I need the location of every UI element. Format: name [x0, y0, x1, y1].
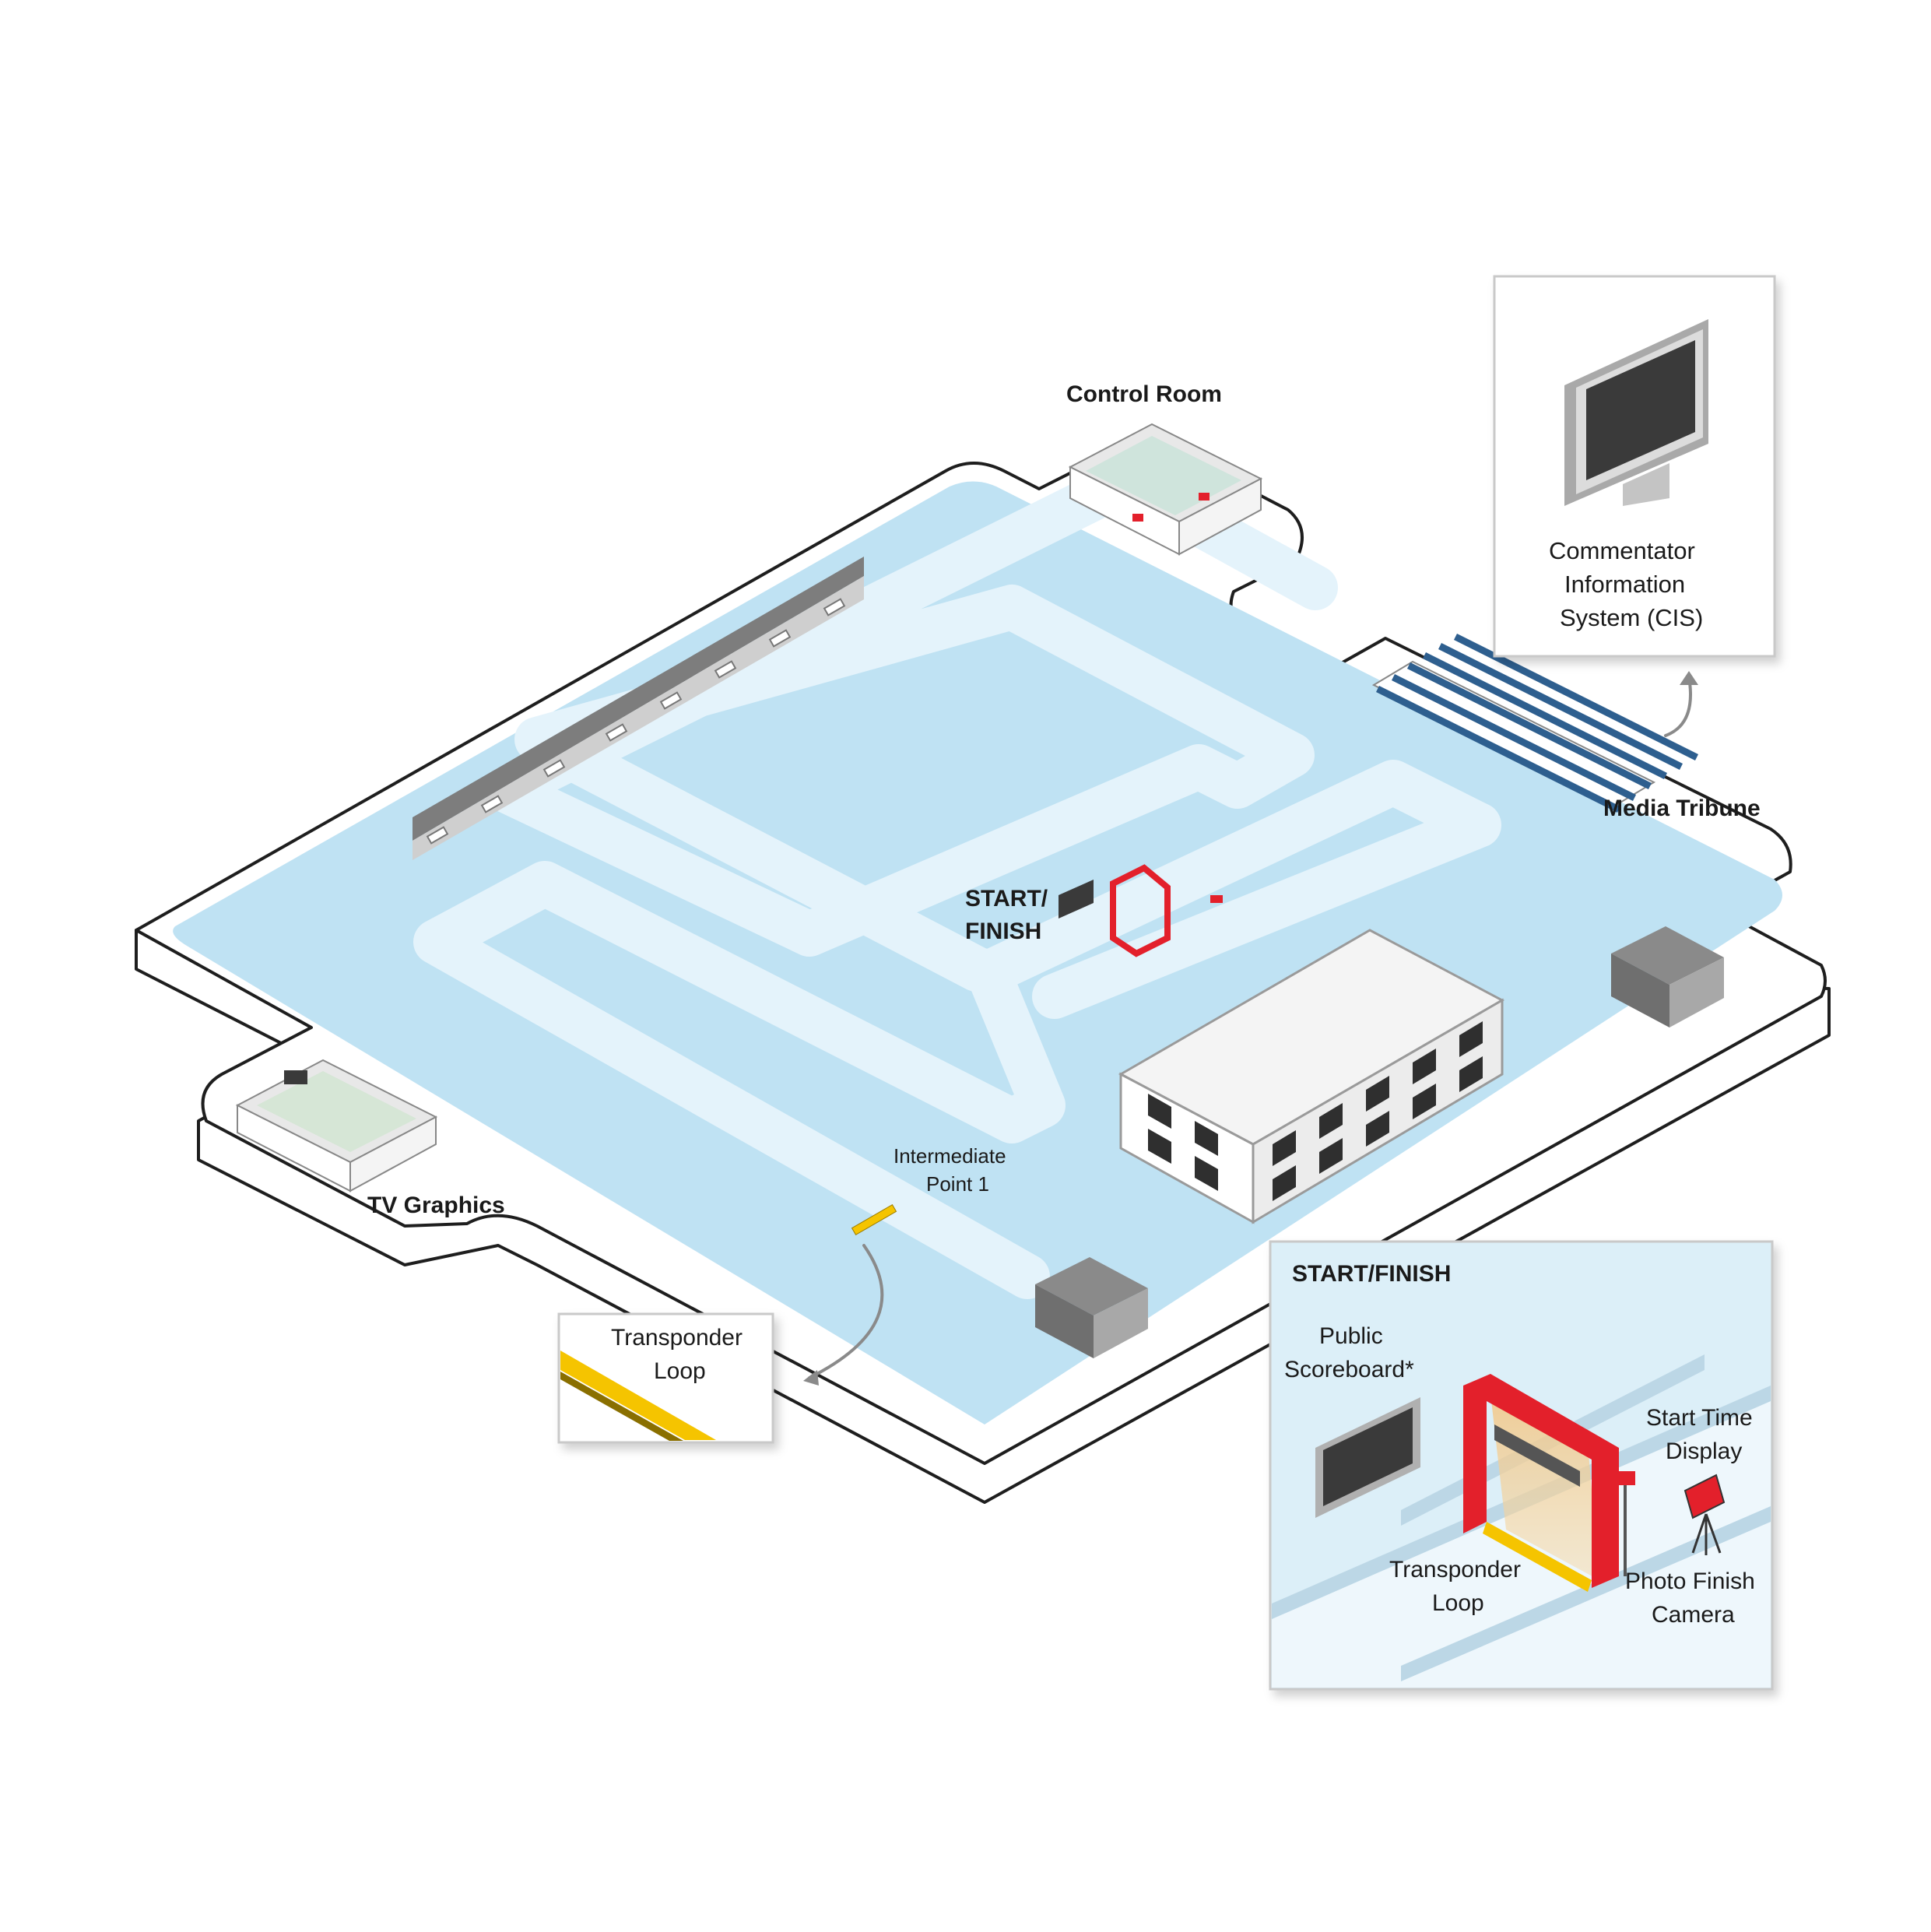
start-finish-track-equipment	[1059, 864, 1223, 957]
transponder-callout-label-2: Loop	[654, 1358, 706, 1384]
start-finish-track-label-1: START/	[965, 886, 1048, 912]
cis-label-3: System (CIS)	[1560, 604, 1704, 631]
public-scoreboard-icon	[1315, 1397, 1420, 1518]
cis-label-2: Information	[1564, 571, 1686, 598]
inset-loop-label-2: Loop	[1432, 1590, 1484, 1616]
track-lane-outer	[413, 861, 1066, 1299]
inset-start-time-label-2: Display	[1666, 1438, 1743, 1464]
transponder-callout-label-1: Transponder	[611, 1325, 743, 1351]
inset-scoreboard-label-1: Public	[1319, 1323, 1383, 1349]
control-room-label: Control Room	[1066, 381, 1222, 407]
arrowhead-loop	[803, 1370, 819, 1386]
media-tribune-label: Media Tribune	[1603, 796, 1761, 821]
finish-gate-icon	[1463, 1374, 1619, 1592]
intermediate-point-loop	[851, 1203, 897, 1236]
start-time-display-icon	[1615, 1471, 1635, 1576]
inset-camera-label-1: Photo Finish	[1625, 1568, 1755, 1594]
inset-loop-label-1: Transponder	[1389, 1557, 1521, 1582]
main-building	[1118, 929, 1505, 1224]
inset-title: START/FINISH	[1292, 1261, 1452, 1287]
track	[413, 460, 1501, 1299]
inset-scoreboard-label-2: Scoreboard*	[1284, 1357, 1414, 1382]
start-finish-track-label-2: FINISH	[965, 919, 1042, 944]
arrowhead-cis	[1680, 671, 1698, 685]
tv-graphics-label: TV Graphics	[367, 1193, 505, 1218]
intermediate-point-label-2: Point 1	[926, 1172, 989, 1196]
cis-label-1: Commentator	[1549, 537, 1695, 564]
monitor-icon	[1564, 319, 1708, 506]
tv-graphics-building	[235, 1059, 438, 1193]
media-tribune-seating	[1371, 633, 1699, 813]
inset-camera-label-2: Camera	[1652, 1602, 1735, 1628]
intermediate-point-label-1: Intermediate	[894, 1144, 1006, 1168]
inset-start-time-label-1: Start Time	[1646, 1405, 1753, 1431]
transponder-callout-card	[557, 1312, 774, 1444]
shelter-bottom	[1035, 1257, 1148, 1358]
start-finish-inset	[1269, 1240, 1774, 1691]
callout-arrows	[808, 676, 1692, 1379]
shelter-right	[1611, 926, 1724, 1027]
track-lane	[483, 460, 1501, 1019]
control-room-building	[1068, 423, 1263, 556]
photo-finish-camera-icon	[1683, 1474, 1726, 1555]
cis-callout-card	[1493, 275, 1776, 658]
team-booths-building	[413, 557, 864, 860]
